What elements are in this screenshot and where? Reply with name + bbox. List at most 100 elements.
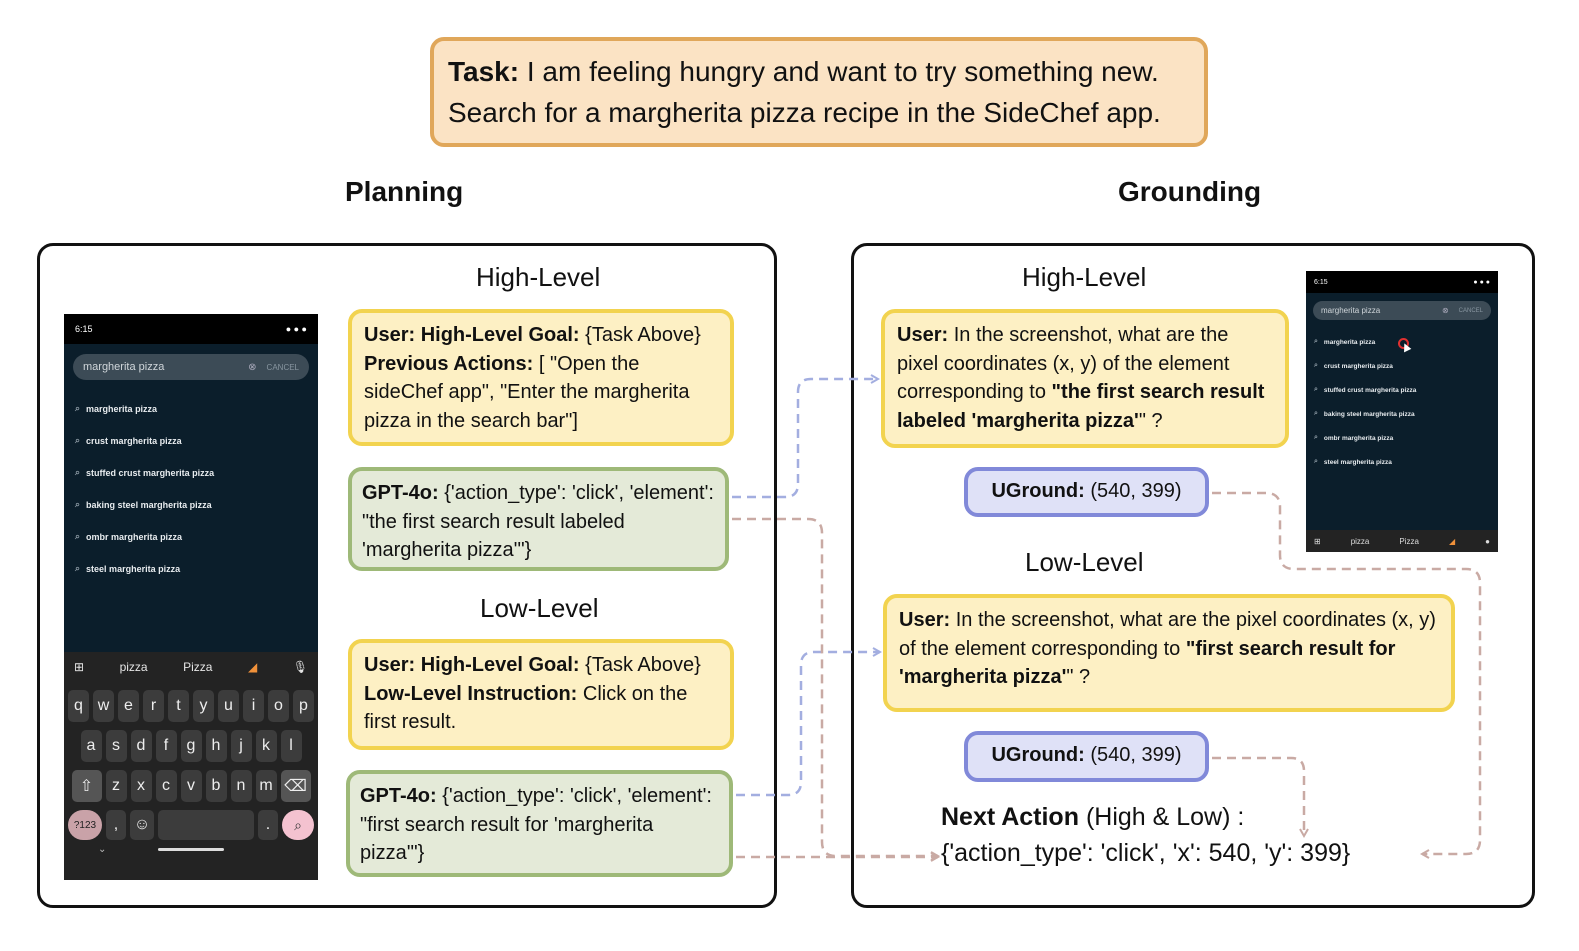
suggestion-2[interactable]: Pizza <box>1399 536 1419 546</box>
space-key[interactable] <box>158 810 254 840</box>
phone-screenshot-small: 6:15 ● ● ● margherita pizza ⊗ CANCEL ⌕ma… <box>1306 271 1498 552</box>
search-key-icon[interactable]: ⌕ <box>282 810 314 840</box>
period-key[interactable]: . <box>258 810 278 840</box>
goal-value: {Task Above} <box>585 324 701 346</box>
result-label: stuffed crust margherita pizza <box>86 467 215 478</box>
gpt-label: GPT-4o: <box>360 785 437 807</box>
key-v[interactable]: v <box>180 770 202 802</box>
list-item[interactable]: ⌕stuffed crust margherita pizza <box>75 467 214 478</box>
cancel-button[interactable]: CANCEL <box>1458 307 1483 314</box>
search-bar[interactable]: margherita pizza ⊗ CANCEL <box>1313 301 1491 320</box>
key-k[interactable]: k <box>255 730 277 762</box>
pizza-emoji-icon[interactable]: ◢ <box>1448 536 1456 546</box>
key-y[interactable]: y <box>193 690 214 722</box>
key-o[interactable]: o <box>268 690 289 722</box>
home-indicator[interactable] <box>158 848 224 851</box>
key-h[interactable]: h <box>205 730 227 762</box>
symbols-key[interactable]: ?123 <box>68 810 102 840</box>
key-z[interactable]: z <box>105 770 127 802</box>
suggestion-1[interactable]: pizza <box>119 660 148 674</box>
key-m[interactable]: m <box>255 770 277 802</box>
result-label: stuffed crust margherita pizza <box>1323 386 1417 394</box>
comma-key[interactable]: , <box>106 810 126 840</box>
status-icons: ● ● ● <box>285 324 307 334</box>
key-i[interactable]: i <box>243 690 264 722</box>
key-d[interactable]: d <box>130 730 152 762</box>
key-p[interactable]: p <box>293 690 314 722</box>
key-l[interactable]: l <box>280 730 302 762</box>
list-item[interactable]: ⌕ombr margherita pizza <box>75 531 182 542</box>
key-n[interactable]: n <box>230 770 252 802</box>
list-item[interactable]: ⌕margherita pizza <box>75 403 157 414</box>
search-icon: ⌕ <box>1314 362 1318 369</box>
search-icon: ⌕ <box>1314 434 1318 441</box>
list-item[interactable]: ⌕baking steel margherita pizza <box>1314 410 1415 418</box>
key-r[interactable]: r <box>143 690 164 722</box>
result-label: ombr margherita pizza <box>86 531 183 542</box>
key-s[interactable]: s <box>105 730 127 762</box>
clear-icon[interactable]: ⊗ <box>1441 306 1449 315</box>
previous-actions-value: [ "Open the sideChef app", "Enter the ma… <box>364 352 690 432</box>
list-item[interactable]: ⌕ombr margherita pizza <box>1314 434 1393 442</box>
key-g[interactable]: g <box>180 730 202 762</box>
list-item[interactable]: ⌕crust margherita pizza <box>1314 362 1393 370</box>
chevron-down-icon[interactable]: ⌄ <box>98 844 107 855</box>
key-a[interactable]: a <box>80 730 102 762</box>
user-question: In the screenshot, what are the pixel co… <box>899 609 1436 660</box>
user-label: User: <box>899 609 951 631</box>
list-item[interactable]: ⌕crust margherita pizza <box>75 435 182 446</box>
key-w[interactable]: w <box>93 690 114 722</box>
task-label: Task: <box>448 56 520 87</box>
list-item[interactable]: ⌕baking steel margherita pizza <box>75 499 212 510</box>
gpt-label: GPT-4o: <box>362 482 439 504</box>
key-b[interactable]: b <box>205 770 227 802</box>
list-item[interactable]: ⌕steel margherita pizza <box>1314 458 1392 466</box>
clear-icon[interactable]: ⊗ <box>248 361 257 373</box>
goal-label: User: High-Level Goal: <box>364 654 580 676</box>
gpt-output: {'action_type': 'click', 'element': "fir… <box>360 785 712 864</box>
search-bar[interactable]: margherita pizza ⊗ CANCEL <box>73 354 309 380</box>
planning-low-gpt-box: GPT-4o: {'action_type': 'click', 'elemen… <box>346 770 733 877</box>
user-target: "the first search result labeled 'marghe… <box>897 381 1265 432</box>
list-item[interactable]: ⌕margherita pizza <box>1314 338 1375 346</box>
suggestion-2[interactable]: Pizza <box>183 660 213 674</box>
planning-low-user-box: User: High-Level Goal: {Task Above} Low-… <box>348 639 734 750</box>
next-action-qualifier: (High & Low) : <box>1085 803 1245 831</box>
user-suffix: " ? <box>1138 409 1163 432</box>
key-e[interactable]: e <box>118 690 139 722</box>
grounding-low-level-title: Low-Level <box>1025 547 1144 577</box>
apps-grid-icon[interactable]: ⊞ <box>1314 536 1321 546</box>
grounding-high-user-box: User: In the screenshot, what are the pi… <box>881 309 1289 448</box>
apps-grid-icon[interactable]: ⊞ <box>74 660 85 674</box>
key-q[interactable]: q <box>68 690 89 722</box>
key-x[interactable]: x <box>130 770 152 802</box>
uground-label: UGround: <box>991 480 1085 502</box>
search-text: margherita pizza <box>1321 306 1381 315</box>
key-f[interactable]: f <box>155 730 177 762</box>
uground-label: UGround: <box>991 744 1085 766</box>
user-question: In the screenshot, what are the pixel co… <box>897 324 1230 403</box>
planning-low-level-title: Low-Level <box>480 593 599 623</box>
pizza-emoji-icon[interactable]: ◢ <box>247 660 258 674</box>
emoji-key-icon[interactable]: ☺ <box>130 810 154 840</box>
microphone-icon[interactable]: ● <box>1485 536 1490 546</box>
search-icon: ⌕ <box>1314 338 1318 345</box>
suggestion-bar: ⊞ pizza Pizza ◢ 🎙 <box>64 652 318 682</box>
microphone-icon[interactable]: 🎙 <box>292 660 308 674</box>
backspace-key-icon[interactable]: ⌫ <box>280 770 311 802</box>
cancel-button[interactable]: CANCEL <box>266 362 299 372</box>
list-item[interactable]: ⌕steel margherita pizza <box>75 563 180 574</box>
shift-key-icon[interactable]: ⇧ <box>71 770 102 802</box>
key-c[interactable]: c <box>155 770 177 802</box>
list-item[interactable]: ⌕stuffed crust margherita pizza <box>1314 386 1416 394</box>
previous-actions-label: Previous Actions: <box>364 352 534 375</box>
key-u[interactable]: u <box>218 690 239 722</box>
suggestion-1[interactable]: pizza <box>1350 536 1370 546</box>
key-t[interactable]: t <box>168 690 189 722</box>
search-icon: ⌕ <box>1314 458 1318 465</box>
status-icons: ● ● ● <box>1473 278 1490 286</box>
key-j[interactable]: j <box>230 730 252 762</box>
